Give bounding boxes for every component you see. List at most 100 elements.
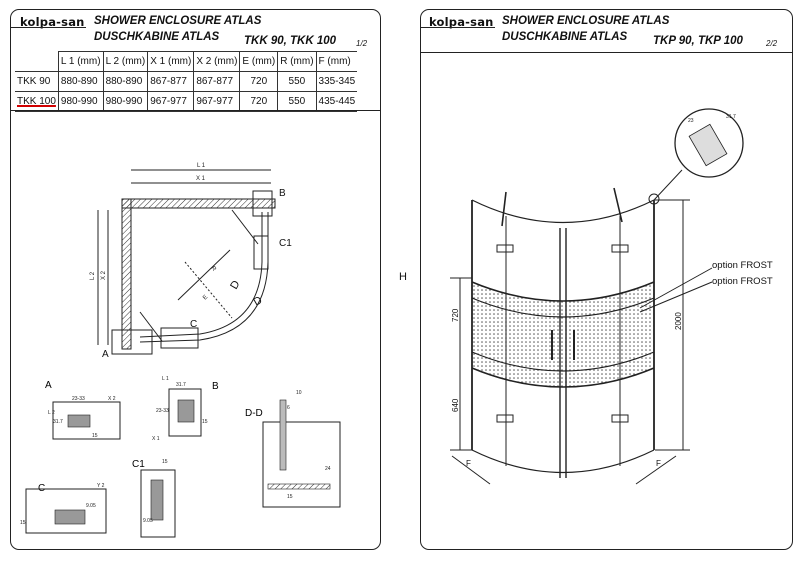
frost-bottom-edge: [471, 367, 655, 388]
detail-b-profile: [177, 399, 195, 423]
dim-label: 31.7: [726, 114, 736, 120]
dim-label: 23: [688, 118, 694, 124]
detail-b: B L 1 31.7 23-33 X 1 15: [152, 376, 219, 442]
label-x1: X 1: [196, 176, 206, 182]
hinge: [496, 244, 514, 253]
hinge: [611, 414, 629, 423]
table-cell: 550: [277, 91, 317, 112]
detail-profile: [688, 123, 728, 167]
detail-c-profile: [54, 509, 86, 525]
spec-table: L 1 (mm) L 2 (mm) X 1 (mm) X 2 (mm) E (m…: [15, 51, 358, 112]
frost-stripe: [471, 297, 655, 318]
dim-label: X 2: [108, 396, 116, 402]
radius-line: [184, 261, 233, 319]
label-l1: L 1: [197, 163, 206, 169]
label-e: E: [202, 294, 209, 301]
dim-label: 9.05: [86, 503, 96, 509]
dim-label: L 2: [48, 410, 55, 416]
option-frost-label: option FROST: [712, 276, 773, 287]
wall-left: [121, 198, 132, 350]
detail-c1-profile: [150, 479, 164, 521]
table-cell: 435-445: [315, 91, 358, 112]
label-b: B: [279, 188, 286, 199]
dim-label: 24: [325, 466, 331, 472]
header-rule: [421, 52, 792, 53]
frost-top-edge: [471, 281, 655, 302]
dim-f-label: F: [466, 459, 471, 468]
frost-band: [472, 282, 654, 387]
leader-line: [639, 267, 713, 309]
door-bottom-swing: [139, 311, 163, 342]
dim-f-right: [635, 455, 677, 485]
detail-a: A 23-33 X 2 L 2 31.7 15: [45, 380, 121, 440]
dim-label: 9.05: [143, 518, 153, 524]
detail-c1-box: [253, 235, 269, 270]
detail-c: C Y 2 15 9.05: [20, 483, 107, 534]
frost-stripe: [471, 351, 655, 372]
detail-circle: [674, 108, 744, 178]
detail-dd-frame: [262, 421, 341, 508]
dim-label: 15: [287, 494, 293, 500]
detail-b-box: [252, 190, 273, 217]
detail-c-box: [160, 327, 199, 349]
stabilizer-bar: [613, 187, 623, 223]
leader-line: [653, 169, 683, 201]
logo-underline: [421, 27, 495, 28]
title-german: DUSCHKABINE ATLAS: [94, 31, 220, 43]
detail-a-title: A: [45, 380, 52, 391]
detail-a-box: [111, 329, 153, 355]
detail-dd-floor: [267, 483, 331, 490]
option-frost-label: option FROST: [712, 260, 773, 271]
label-a: A: [102, 349, 109, 360]
bottom-arc: [471, 449, 655, 474]
detail-b-frame: [168, 388, 202, 437]
label-r: R: [209, 265, 217, 273]
table-cell: TKK 100: [15, 91, 59, 112]
dim-label: 31.7: [53, 419, 63, 425]
title-german: DUSCHKABINE ATLAS: [502, 31, 628, 43]
dim-label: 15: [162, 459, 168, 465]
dim-label: 23-33: [156, 408, 169, 414]
dim-label: 6: [287, 405, 290, 411]
label-c1: C1: [279, 238, 292, 249]
table-row: TKK 100 980-990 980-990 967-977 967-977 …: [15, 91, 358, 112]
label-x2: X 2: [101, 270, 107, 280]
dim-label: 31.7: [176, 382, 186, 388]
brand-logo: kolpa-san: [20, 15, 85, 29]
detail-c1-frame: [140, 469, 176, 538]
detail-dd-title: D-D: [245, 408, 263, 419]
detail-b-title: B: [212, 381, 219, 392]
detail-a-profile: [67, 414, 91, 428]
divider-mark: H: [399, 271, 407, 283]
enclosure-front-view: [450, 108, 744, 485]
detail-c-frame: [25, 488, 107, 534]
brand-logo: kolpa-san: [429, 15, 494, 29]
hinge: [496, 414, 514, 423]
label-l2: L 2: [90, 271, 96, 280]
dim-height-label: 2000: [674, 312, 683, 330]
dim-640-label: 640: [451, 398, 460, 412]
table-bottom-rule: [11, 110, 380, 111]
sheet-page-2: kolpa-san SHOWER ENCLOSURE ATLAS DUSCHKA…: [420, 9, 793, 550]
detail-c1-title: C1: [132, 459, 145, 470]
stabilizer-bar: [501, 191, 507, 227]
title-english: SHOWER ENCLOSURE ATLAS: [94, 15, 262, 27]
dim-label: X 1: [152, 436, 160, 442]
table-cell: 967-977: [193, 91, 241, 112]
dim-label: 10: [296, 390, 302, 396]
top-arc: [471, 199, 655, 223]
page-number: 2/2: [766, 39, 778, 48]
model-names: TKK 90, TKK 100: [244, 35, 337, 47]
title-english: SHOWER ENCLOSURE ATLAS: [502, 15, 670, 27]
table-header-row: L 1 (mm) L 2 (mm) X 1 (mm) X 2 (mm) E (m…: [15, 51, 358, 72]
dim-label: 15: [202, 419, 208, 425]
sheet-page-1: kolpa-san SHOWER ENCLOSURE ATLAS DUSCHKA…: [10, 9, 381, 550]
hinge: [611, 244, 629, 253]
dim-720-label: 720: [451, 308, 460, 322]
detail-a-frame: [52, 401, 121, 440]
e-line: [177, 249, 231, 301]
leader-line: [639, 281, 713, 313]
label-c: C: [190, 319, 197, 330]
